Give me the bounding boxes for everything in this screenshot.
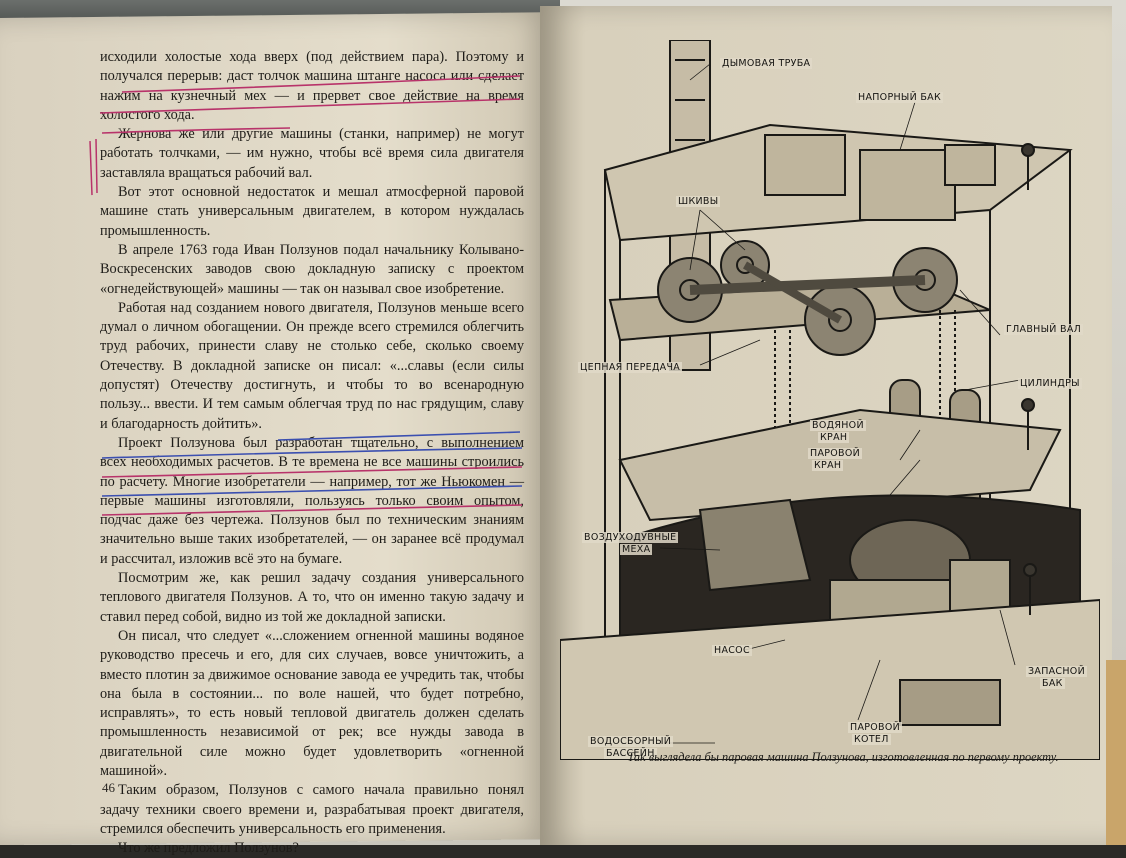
underline-annotations [99,75,523,516]
wooden-ruler [1106,660,1126,845]
paragraph-7: Посмотрим же, как решил задачу создания … [100,570,524,625]
label-chimney: ДЫМОВАЯ ТРУБА [720,58,813,69]
label-reservoir-line1: ВОДОСБОРНЫЙ [588,736,674,747]
label-chain-drive: ЦЕПНАЯ ПЕРЕДАЧА [578,362,683,373]
label-steam-valve-line1: ПАРОВОЙ [808,448,863,459]
label-spare-tank-line1: ЗАПАСНОЙ [1026,666,1087,677]
paragraph-2: Жернова же или другие машины (станки, на… [100,126,524,181]
left-page [0,12,552,846]
label-steam-valve-line2: КРАН [812,460,844,471]
label-pump: НАСОС [712,645,752,656]
label-water-valve-line1: ВОДЯНОЙ [810,420,866,431]
paragraph-6: Проект Ползунова был разработан тщательн… [100,434,524,567]
paragraph-3: Вот этот основной недостаток и мешал атм… [100,184,524,239]
steam-engine-illustration [560,40,1100,760]
label-boiler-line2: КОТЕЛ [852,734,891,745]
label-spare-tank-line2: БАК [1040,678,1065,689]
label-cylinders: ЦИЛИНДРЫ [1018,378,1082,389]
paragraph-4: В апреле 1763 года Иван Ползунов подал н… [100,241,524,297]
label-reservoir-line2: БАССЕЙН [604,748,657,759]
paragraph-8: Он писал, что следует «...сложением огне… [100,627,524,779]
label-boiler-line1: ПАРОВОЙ [848,722,903,733]
page-number: 46 [102,780,115,795]
label-main-shaft: ГЛАВНЫЙ ВАЛ [1004,324,1084,335]
label-bellows-line1: ВОЗДУХОДУВНЫЕ [582,532,679,543]
label-pressure-tank: НАПОРНЫЙ БАК [856,92,944,103]
paragraph-9: Таким образом, Ползунов с самого начала … [100,782,524,837]
label-water-valve-line2: КРАН [818,432,850,443]
figure-caption: Так выглядела бы паровая машина Ползунов… [627,750,1059,764]
paragraph-5: Работая над созданием нового двигателя, … [100,299,524,432]
margin-pen-marks [89,138,98,196]
label-pulleys: ШКИВЫ [676,196,721,207]
label-bellows-line2: МЕХА [620,544,653,555]
